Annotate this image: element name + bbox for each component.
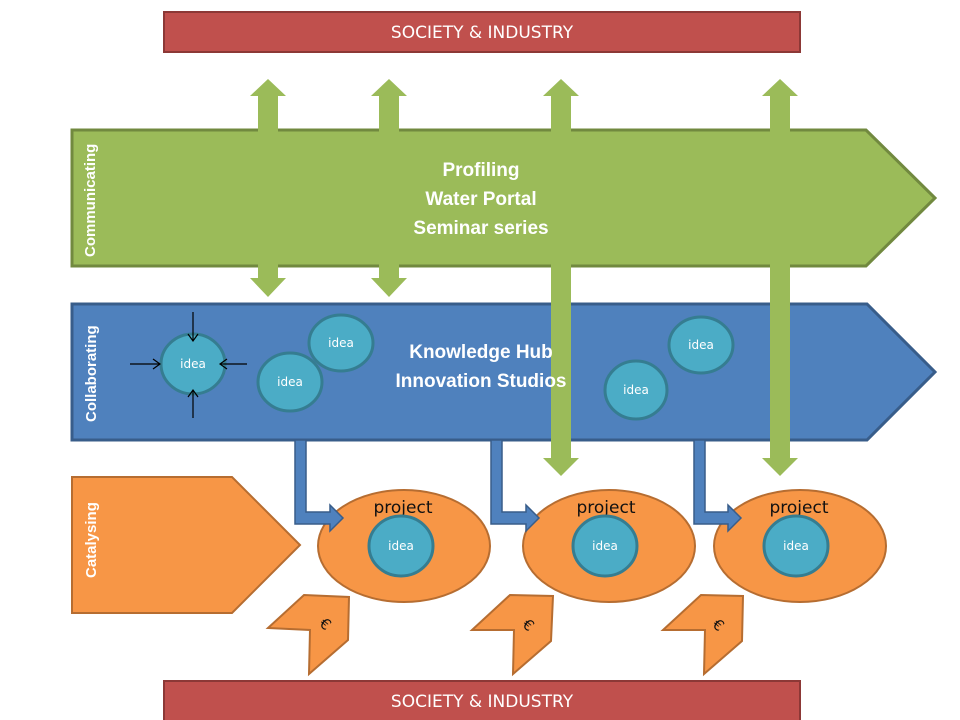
- society-industry-top: SOCIETY & INDUSTRY: [163, 11, 801, 53]
- funding-chevron-3: €: [660, 593, 745, 677]
- idea-circle: [307, 313, 375, 373]
- double-arrow-1: [250, 79, 286, 297]
- bent-arrow-2: [490, 439, 541, 533]
- long-double-arrow-1-shape: [543, 79, 579, 476]
- idea-circle: [762, 514, 830, 578]
- project-label: project: [576, 498, 635, 518]
- long-double-arrow-2: [762, 79, 798, 476]
- bent-arrow-1: [294, 439, 345, 533]
- idea-label: idea: [328, 336, 354, 350]
- idea-circle: [571, 514, 639, 578]
- society-bar-bottom-label: SOCIETY & INDUSTRY: [391, 692, 574, 712]
- arrow-up-head: [187, 388, 199, 398]
- funding-chevron-1: €: [265, 593, 351, 677]
- chevron-shape: [469, 593, 555, 677]
- arrow-right-head: [152, 358, 162, 370]
- long-double-arrow-1: [543, 79, 579, 476]
- collaborating-line-2: Innovation Studios: [396, 371, 567, 392]
- idea-label: idea: [592, 539, 618, 553]
- collaborating-side-label: Collaborating: [83, 325, 100, 422]
- double-arrow-1-shape: [250, 79, 286, 297]
- project-label: project: [769, 498, 828, 518]
- idea-circle: [367, 514, 435, 578]
- idea-focus: idea: [130, 312, 247, 418]
- communicating-band: [70, 128, 938, 268]
- funding-chevron-2: €: [469, 593, 555, 677]
- society-bar-top-shape: [163, 11, 801, 53]
- communicating-arrow-shape: [70, 128, 938, 268]
- communicating-line-1: Profiling: [442, 160, 519, 181]
- idea-label: idea: [388, 539, 414, 553]
- society-bar-bottom-shape: [163, 680, 801, 720]
- catalysing-band: Catalysing: [71, 476, 302, 614]
- chevron-shape: [265, 593, 351, 677]
- idea-circle: [603, 359, 669, 421]
- chevron-shape: [660, 593, 745, 677]
- idea-label: idea: [688, 338, 714, 352]
- project-label: project: [373, 498, 432, 518]
- idea-label: idea: [783, 539, 809, 553]
- idea-circle: [667, 315, 735, 375]
- project-1: project idea: [294, 439, 491, 603]
- double-arrow-2: [371, 79, 407, 297]
- arrow-left-head: [218, 358, 228, 370]
- project-2: project idea: [490, 439, 696, 603]
- long-double-arrow-2-shape: [762, 79, 798, 476]
- arrow-down-head: [187, 333, 199, 343]
- idea-label: idea: [180, 357, 206, 371]
- idea-2: idea: [256, 351, 324, 413]
- society-industry-bottom: SOCIETY & INDUSTRY: [163, 680, 801, 720]
- collaborating-line-1: Knowledge Hub: [409, 342, 553, 363]
- bent-arrow-3: [693, 439, 743, 533]
- project-3: project idea: [693, 439, 887, 603]
- double-arrow-2-shape: [371, 79, 407, 297]
- catalysing-side-label: Catalysing: [83, 502, 100, 578]
- communicating-line-3: Seminar series: [413, 218, 548, 239]
- idea-3: idea: [307, 313, 375, 373]
- communicating-line-2: Water Portal: [425, 189, 536, 210]
- idea-circle: [256, 351, 324, 413]
- catalysing-arrow-shape: [71, 476, 302, 614]
- idea-4: idea: [603, 359, 669, 421]
- society-bar-top-label: SOCIETY & INDUSTRY: [391, 23, 574, 43]
- idea-label: idea: [277, 375, 303, 389]
- converging-arrows: [130, 312, 247, 418]
- idea-label: idea: [623, 383, 649, 397]
- idea-5: idea: [667, 315, 735, 375]
- communicating-side-label: Communicating: [82, 144, 99, 257]
